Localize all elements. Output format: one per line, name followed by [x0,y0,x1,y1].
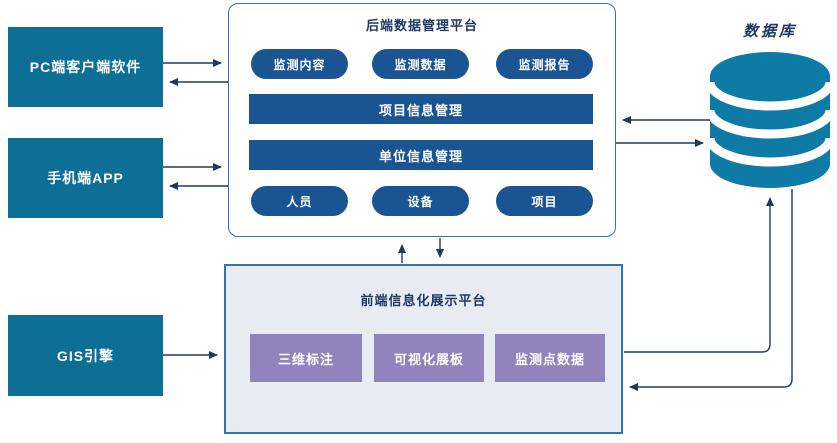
node-gis-engine: GIS引擎 [8,315,163,396]
bar-unit-info-management: 单位信息管理 [249,140,593,170]
node-pc-client-label: PC端客户端软件 [29,59,142,75]
pill-monitor-data: 监测数据 [372,49,469,79]
database-label: 数据库 [742,24,797,40]
arrow-database-to-frontend [629,189,793,391]
pill-monitor-content: 监测内容 [251,49,348,79]
node-gis-engine-label: GIS引擎 [56,347,115,364]
pill-personnel: 人员 [251,186,348,216]
frontend-platform-panel: 前端信息化展示平台 三维标注 可视化展板 监测点数据 [224,264,623,434]
node-mobile-app: 手机端APP [8,138,163,218]
module-3d-annotation: 三维标注 [250,334,362,382]
pill-project: 项目 [496,186,593,216]
module-visual-board: 可视化展板 [374,334,484,382]
node-mobile-app-label: 手机端APP [47,170,124,186]
database-cylinder-icon [705,52,835,188]
backend-platform-panel: 后端数据管理平台 监测内容 监测数据 监测报告 项目信息管理 单位信息管理 人员… [228,3,616,237]
module-monitor-point-data: 监测点数据 [495,334,605,382]
node-pc-client: PC端客户端软件 [8,27,163,107]
arrow-frontend-to-database [624,197,774,353]
pill-equipment: 设备 [372,186,469,216]
frontend-platform-title: 前端信息化展示平台 [360,293,487,308]
bar-project-info-management: 项目信息管理 [249,94,593,124]
backend-platform-title: 后端数据管理平台 [365,18,478,33]
pill-monitor-report: 监测报告 [496,49,593,79]
